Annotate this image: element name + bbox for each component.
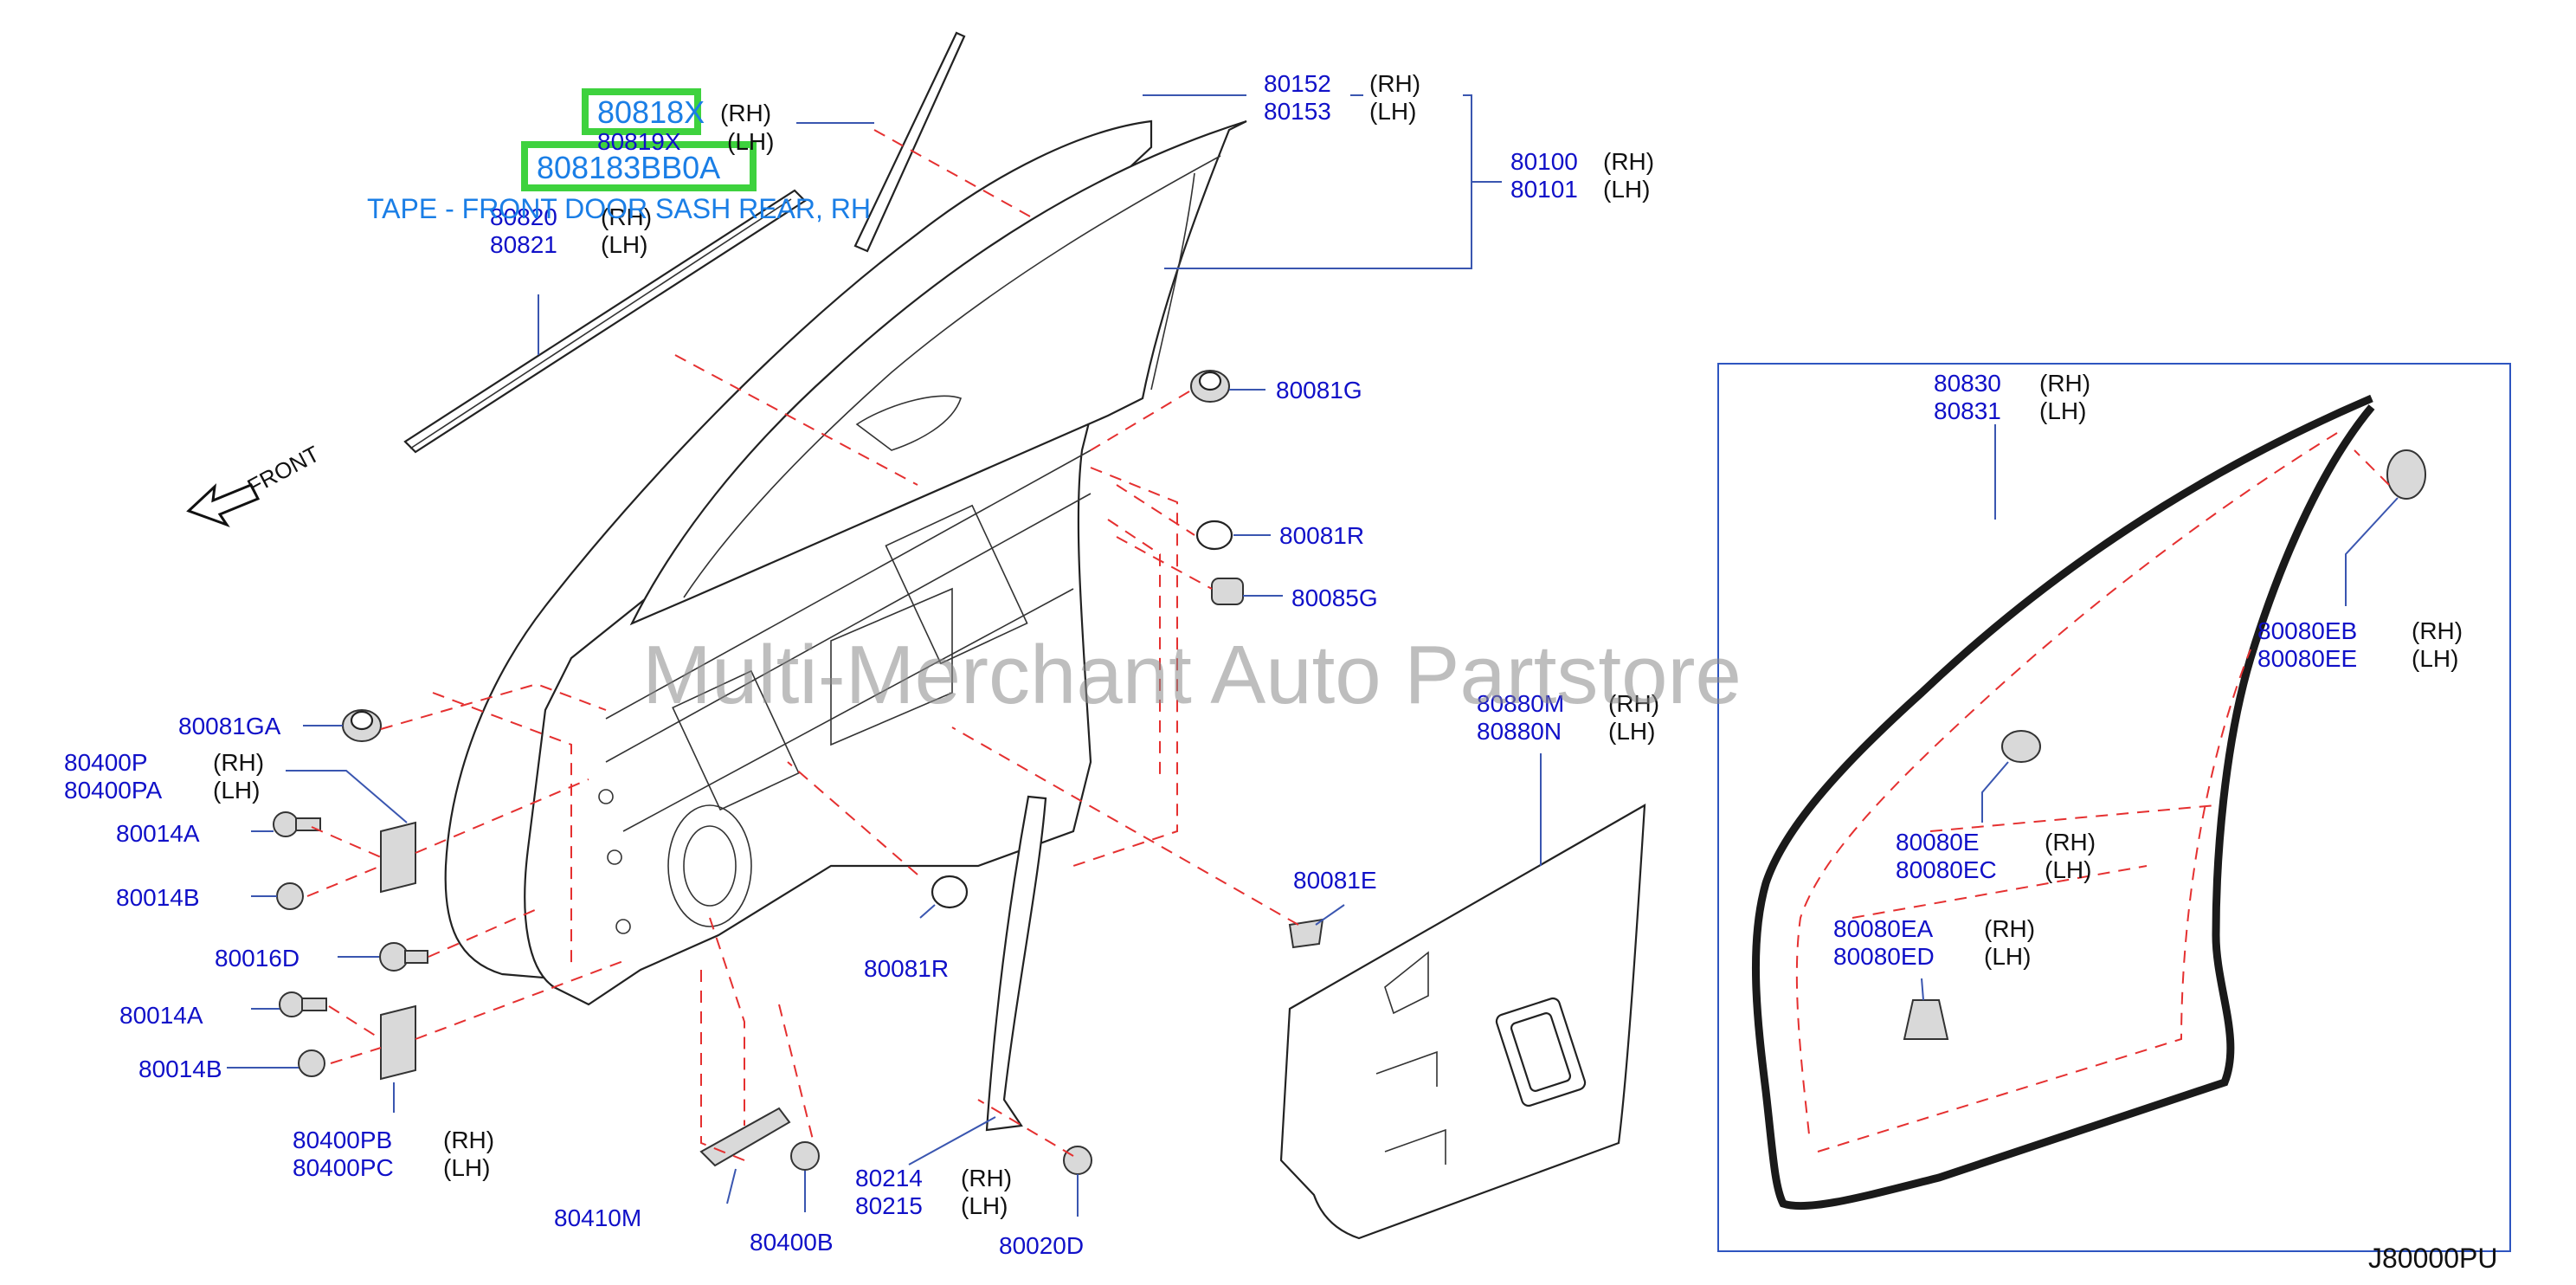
label-80101-lh: (LH) xyxy=(1603,176,1650,203)
label-80830-rh: (RH) xyxy=(2039,370,2090,397)
label-80085G[interactable]: 80085G xyxy=(1291,584,1378,611)
label-80214[interactable]: 80214 xyxy=(855,1165,923,1191)
clip-80080EA xyxy=(1903,999,1949,1040)
label-80880N[interactable]: 80880N xyxy=(1477,718,1562,745)
label-80819X[interactable]: 80819X xyxy=(597,128,681,155)
label-80820-rh: (RH) xyxy=(601,203,652,230)
diagram-code: J80000PU xyxy=(2368,1243,2497,1274)
label-80400PB[interactable]: 80400PB xyxy=(293,1127,392,1153)
grommet-80081GA xyxy=(342,709,382,742)
label-80080EB[interactable]: 80080EB xyxy=(2257,617,2357,644)
label-80080EA[interactable]: 80080EA xyxy=(1833,915,1934,942)
label-80880N-lh: (LH) xyxy=(1608,718,1655,745)
label-80400PC[interactable]: 80400PC xyxy=(293,1154,394,1181)
sealing-screen-80880M xyxy=(1279,804,1646,1240)
label-80080EC[interactable]: 80080EC xyxy=(1896,856,1997,883)
clip-80080EB xyxy=(2386,449,2426,500)
label-80080E[interactable]: 80080E xyxy=(1896,829,1980,856)
highlight-description: TAPE - FRONT DOOR SASH REAR, RH xyxy=(367,193,871,224)
label-80100[interactable]: 80100 xyxy=(1510,148,1578,175)
label-80819X-lh: (LH) xyxy=(727,128,774,155)
label-80214-rh: (RH) xyxy=(961,1165,1012,1191)
label-80152[interactable]: 80152 xyxy=(1264,70,1331,97)
nut-80014B-top xyxy=(276,882,304,910)
label-80014B-bot[interactable]: 80014B xyxy=(138,1056,222,1082)
label-80080E-rh: (RH) xyxy=(2045,829,2096,856)
clip-80080E xyxy=(2001,730,2041,763)
belt-molding-80820 xyxy=(403,189,807,454)
bolt-80400B xyxy=(790,1141,820,1171)
bumper-80085G xyxy=(1211,578,1244,605)
highlight-box-small xyxy=(582,88,701,135)
label-80081G[interactable]: 80081G xyxy=(1276,377,1362,404)
bolt-80016D xyxy=(379,942,428,972)
label-80880M-rh: (RH) xyxy=(1608,690,1659,717)
label-80080EC-lh: (LH) xyxy=(2045,856,2091,883)
label-80830[interactable]: 80830 xyxy=(1934,370,2001,397)
door-shell xyxy=(444,119,1247,1006)
weatherstrip-80830 xyxy=(1751,394,2375,1211)
label-80880M[interactable]: 80880M xyxy=(1477,690,1564,717)
assembly-lines xyxy=(306,129,2390,1161)
front-label: FRONT xyxy=(243,441,324,500)
highlight-box-big xyxy=(521,141,757,191)
label-80101[interactable]: 80101 xyxy=(1510,176,1578,203)
grommet-80081G xyxy=(1190,370,1230,403)
label-80080ED-lh: (LH) xyxy=(1984,943,2031,970)
labels: 80818X (RH) 80819X (LH) 808183BB0A 80820… xyxy=(64,70,2497,1274)
label-80400PB-rh: (RH) xyxy=(443,1127,494,1153)
label-80400B[interactable]: 80400B xyxy=(750,1229,834,1256)
label-80153-lh: (LH) xyxy=(1369,98,1416,125)
label-80081R-top[interactable]: 80081R xyxy=(1279,522,1364,549)
label-80831-lh: (LH) xyxy=(2039,397,2086,424)
label-80400P-rh: (RH) xyxy=(213,749,264,776)
label-80016D[interactable]: 80016D xyxy=(215,945,299,972)
label-80400PC-lh: (LH) xyxy=(443,1154,490,1181)
label-80400PA-lh: (LH) xyxy=(213,777,260,804)
sash-tape-rear xyxy=(853,31,966,253)
label-80020D[interactable]: 80020D xyxy=(999,1232,1084,1259)
label-80410M[interactable]: 80410M xyxy=(554,1204,641,1231)
check-link-80410M xyxy=(699,1107,791,1167)
label-80831[interactable]: 80831 xyxy=(1934,397,2001,424)
highlight-part-big[interactable]: 808183BB0A xyxy=(537,150,720,185)
plug-80081R-mid xyxy=(931,875,969,909)
watermark: Multi-Merchant Auto Partstore xyxy=(642,629,1742,721)
label-80080ED[interactable]: 80080ED xyxy=(1833,943,1935,970)
label-80821[interactable]: 80821 xyxy=(490,231,557,258)
label-80081R-mid[interactable]: 80081R xyxy=(864,955,949,982)
hinge-lower xyxy=(380,1004,416,1081)
label-80081E[interactable]: 80081E xyxy=(1293,867,1377,894)
label-80080EE[interactable]: 80080EE xyxy=(2257,645,2357,672)
label-80014A-bot[interactable]: 80014A xyxy=(119,1002,203,1029)
label-80014A-top[interactable]: 80014A xyxy=(116,820,200,847)
nut-80014B-bot xyxy=(298,1049,325,1077)
sash-channel-80214 xyxy=(985,795,1047,1132)
label-80100-rh: (RH) xyxy=(1603,148,1654,175)
bolt-80014A-top xyxy=(273,811,321,837)
plug-80081R-top xyxy=(1195,520,1233,551)
clip-80081E xyxy=(1288,918,1324,949)
label-80014B-top[interactable]: 80014B xyxy=(116,884,200,911)
front-arrow-icon xyxy=(186,483,261,527)
bolt-80020D xyxy=(1063,1146,1092,1175)
label-80400PA[interactable]: 80400PA xyxy=(64,777,162,804)
label-80400P[interactable]: 80400P xyxy=(64,749,148,776)
bolt-80014A-bot xyxy=(279,991,327,1017)
label-80152-rh: (RH) xyxy=(1369,70,1420,97)
label-80215[interactable]: 80215 xyxy=(855,1192,923,1219)
leader-lines xyxy=(227,94,2511,1252)
hinge-upper xyxy=(380,821,416,894)
label-80080EE-lh: (LH) xyxy=(2412,645,2458,672)
label-80080EB-rh: (RH) xyxy=(2412,617,2463,644)
label-80820[interactable]: 80820 xyxy=(490,203,557,230)
label-80081GA[interactable]: 80081GA xyxy=(178,713,281,739)
label-80080EA-rh: (RH) xyxy=(1984,915,2035,942)
label-80821-lh: (LH) xyxy=(601,231,647,258)
highlight-part-small[interactable]: 80818X xyxy=(597,94,705,130)
label-80818X-rh: (RH) xyxy=(720,100,771,126)
label-80153[interactable]: 80153 xyxy=(1264,98,1331,125)
label-80215-lh: (LH) xyxy=(961,1192,1008,1219)
